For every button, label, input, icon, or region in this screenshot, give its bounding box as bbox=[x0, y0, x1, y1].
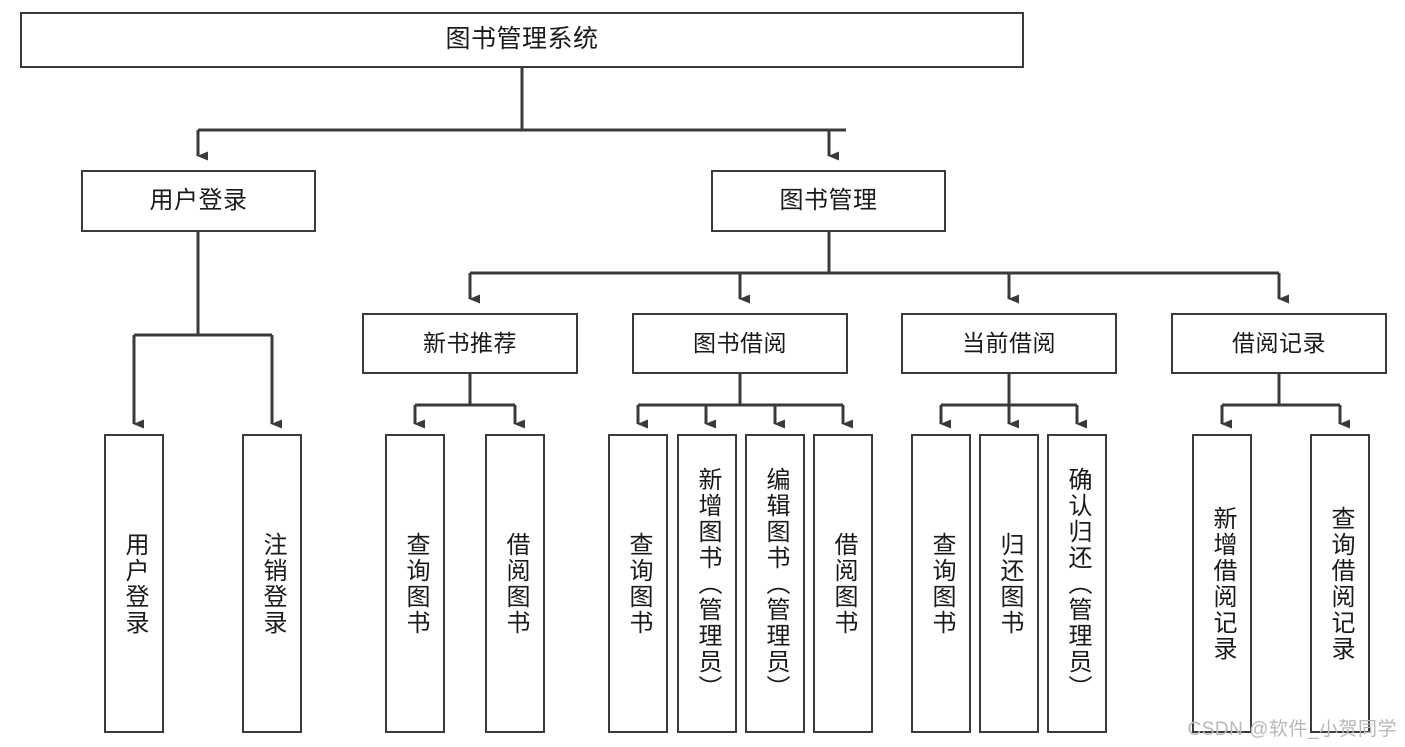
node-current-borrow[interactable]: 当前借阅 bbox=[901, 313, 1117, 374]
node-label: 借阅记录 bbox=[1232, 329, 1326, 356]
node-label: 新增图书（管理员） bbox=[693, 466, 721, 701]
node-label: 新增借阅记录 bbox=[1208, 505, 1236, 662]
node-label: 查询图书 bbox=[401, 531, 429, 636]
leaf-current-borrow-confirm-return-admin[interactable]: 确认归还（管理员） bbox=[1047, 434, 1107, 733]
node-label: 借阅图书 bbox=[829, 531, 857, 636]
leaf-borrow-record-add-record[interactable]: 新增借阅记录 bbox=[1192, 434, 1252, 733]
node-label: 图书借阅 bbox=[693, 329, 787, 356]
leaf-book-borrow-query-book[interactable]: 查询图书 bbox=[608, 434, 668, 733]
node-label: 图书管理系统 bbox=[445, 25, 599, 54]
node-label: 注销登录 bbox=[258, 531, 286, 636]
node-label: 查询图书 bbox=[624, 531, 652, 636]
node-label: 编辑图书（管理员） bbox=[761, 466, 789, 701]
leaf-user-login-login[interactable]: 用户登录 bbox=[104, 434, 164, 733]
node-label: 归还图书 bbox=[995, 531, 1023, 636]
node-borrow-record[interactable]: 借阅记录 bbox=[1171, 313, 1387, 374]
leaf-book-borrow-edit-book-admin[interactable]: 编辑图书（管理员） bbox=[745, 434, 805, 733]
node-label: 用户登录 bbox=[120, 531, 148, 636]
node-label: 借阅图书 bbox=[501, 531, 529, 636]
node-label: 查询图书 bbox=[927, 531, 955, 636]
node-label: 查询借阅记录 bbox=[1326, 505, 1354, 662]
leaf-current-borrow-return-book[interactable]: 归还图书 bbox=[979, 434, 1039, 733]
leaf-new-book-query-book[interactable]: 查询图书 bbox=[385, 434, 445, 733]
node-label: 当前借阅 bbox=[962, 329, 1056, 356]
node-label: 图书管理 bbox=[779, 186, 878, 214]
node-book-management[interactable]: 图书管理 bbox=[711, 170, 946, 232]
node-book-borrow[interactable]: 图书借阅 bbox=[632, 313, 848, 374]
leaf-user-login-logout[interactable]: 注销登录 bbox=[242, 434, 302, 733]
leaf-borrow-record-query-record[interactable]: 查询借阅记录 bbox=[1310, 434, 1370, 733]
node-new-book-recommend[interactable]: 新书推荐 bbox=[362, 313, 578, 374]
leaf-new-book-borrow-book[interactable]: 借阅图书 bbox=[485, 434, 545, 733]
leaf-book-borrow-add-book-admin[interactable]: 新增图书（管理员） bbox=[677, 434, 737, 733]
node-label: 确认归还（管理员） bbox=[1063, 466, 1091, 701]
leaf-current-borrow-query-book[interactable]: 查询图书 bbox=[911, 434, 971, 733]
node-user-login[interactable]: 用户登录 bbox=[81, 170, 316, 232]
node-label: 新书推荐 bbox=[423, 329, 517, 356]
node-label: 用户登录 bbox=[149, 186, 248, 214]
node-root-book-management-system[interactable]: 图书管理系统 bbox=[20, 12, 1024, 68]
watermark-text: CSDN @软件_小贺同学 bbox=[1187, 719, 1397, 740]
leaf-book-borrow-borrow-book[interactable]: 借阅图书 bbox=[813, 434, 873, 733]
